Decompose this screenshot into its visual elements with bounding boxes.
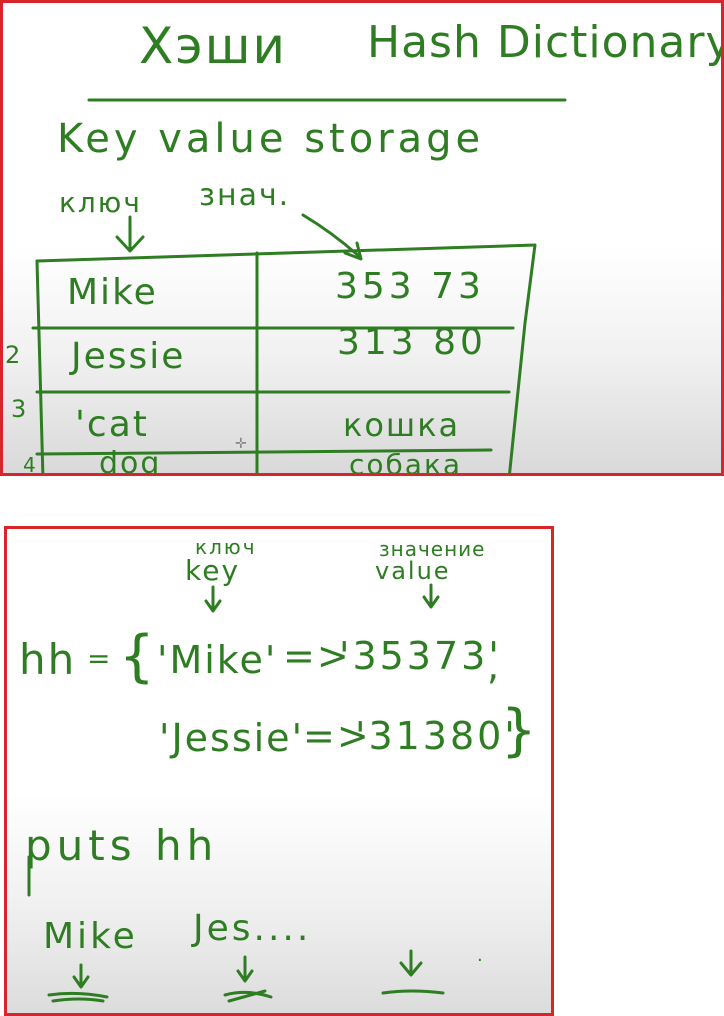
table-row-line-3 [35,448,493,456]
label-key-ru: ключ [195,535,257,559]
whiteboard-frame-bottom: ключ key значение value hh = { 'Mike' =>… [4,526,554,1016]
label-value-en: value [375,557,451,585]
output-jessie-partial: Jes.... [193,908,312,949]
title-russian: Хэши [139,17,287,75]
stray-dot: . [477,945,485,966]
whiteboard-frame-top: Хэши Hash Dictionary Key value storage к… [0,0,724,476]
value-label-arrow-head [422,595,440,609]
equals-sign: = [87,642,113,675]
row-number: 4 [23,453,38,476]
scribble-3 [381,989,445,995]
table-cell-value: 353 73 [335,266,485,307]
table-cell-value: кошка [343,406,461,444]
hash-comma: , [487,644,502,688]
row-number: 2 [5,341,23,369]
puts-statement: puts hh [25,821,219,870]
label-key-en: key [185,554,241,587]
scribble-1 [47,991,109,1003]
label-value-ru: значение [379,537,486,561]
hash-key-2: 'Jessie' [159,716,305,760]
table-cell-value: собака [349,448,463,476]
key-label-arrow-head [204,599,222,613]
output-mike: Mike [43,916,138,957]
hash-value-2: '31380' [355,714,518,758]
row-number: 3 [11,395,29,423]
title-english: Hash Dictionary [367,17,724,68]
output-arrow-3-head [399,961,423,977]
key-arrow-head [115,235,145,253]
subtitle-key-value-storage: Key value storage [57,116,485,162]
value-arrow-head [343,241,363,261]
table-cell-key: dog [99,446,162,476]
cursor-icon: ✛ [235,436,249,452]
output-arrow-1-head [72,975,90,989]
hash-key-1: 'Mike' [157,638,278,682]
label-value-ru: знач. [199,178,291,213]
table-cell-value: 313 80 [337,322,487,363]
hash-arrow-2: => [303,714,371,758]
value-arrow-shaft [301,213,362,259]
top-ink-strokes [31,98,567,473]
table-left-border [35,259,45,473]
hash-value-1: '35373' [339,634,502,678]
output-arrow-2-head [236,969,254,983]
table-cell-key: 'cat [75,404,149,445]
hash-arrow-1: => [283,634,351,678]
close-brace: } [501,698,539,763]
table-cell-key: Mike [67,272,158,313]
var-name: hh [19,635,77,684]
table-outer-top-right [35,243,537,473]
open-brace: { [119,624,157,689]
bottom-ink-strokes [27,583,445,1003]
scribble-2 [223,989,273,1003]
label-key-ru: ключ [59,186,142,219]
table-cell-key: Jessie [71,336,186,377]
